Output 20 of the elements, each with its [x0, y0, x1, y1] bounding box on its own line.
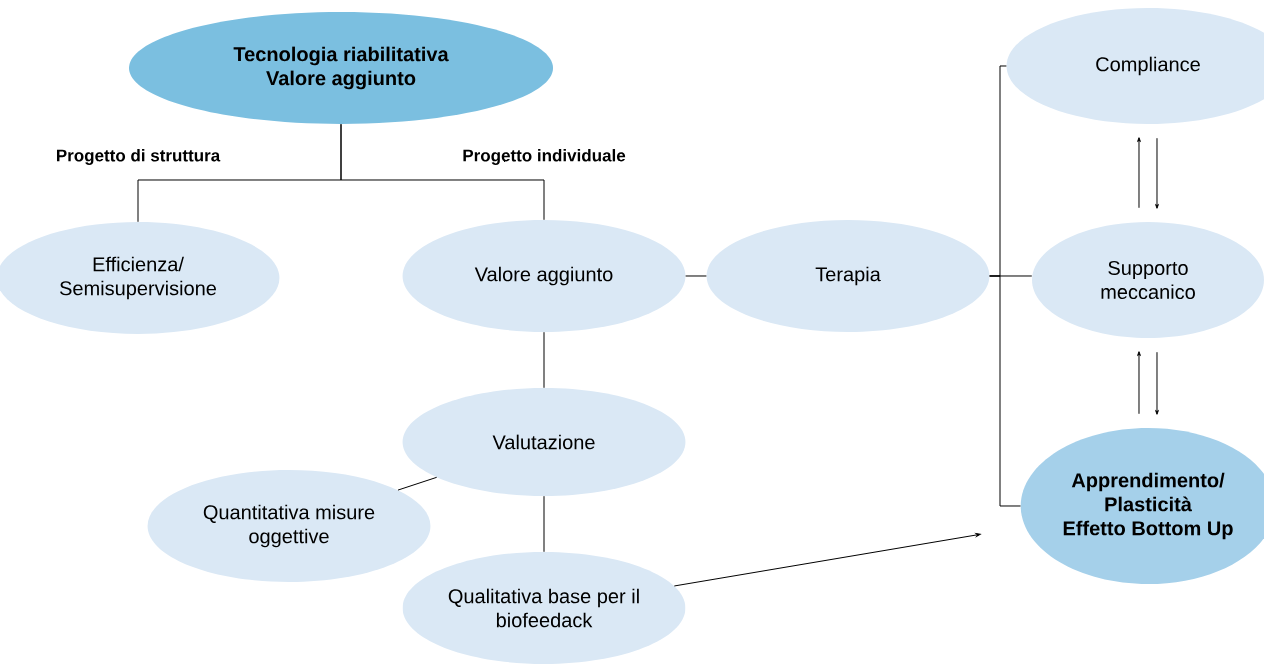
connector-line	[989, 275, 1021, 507]
ellipse-node: Qualitativa base per il biofeedack	[402, 552, 686, 664]
connector-line	[543, 495, 545, 553]
ellipse-node: Quantitativa misure oggettive	[147, 470, 431, 582]
arrow	[673, 533, 981, 587]
connector-line	[685, 275, 707, 277]
arrow	[1137, 351, 1141, 415]
arrow	[1137, 137, 1141, 209]
arrow	[1155, 351, 1159, 415]
edge-label: Progetto individuale	[463, 149, 626, 165]
connector-line	[397, 476, 438, 491]
edge-label: Progetto di struttura	[57, 149, 221, 165]
ellipse-node: Valore aggiunto	[402, 220, 686, 332]
connector-line	[340, 123, 545, 221]
arrow	[1155, 137, 1159, 209]
connector-line	[543, 331, 545, 389]
ellipse-node: Terapia	[706, 220, 990, 332]
ellipse-node: Tecnologia riabilitativa Valore aggiunto	[129, 12, 553, 124]
ellipse-node: Valutazione	[402, 388, 686, 496]
ellipse-node: Supporto meccanico	[1032, 222, 1264, 338]
